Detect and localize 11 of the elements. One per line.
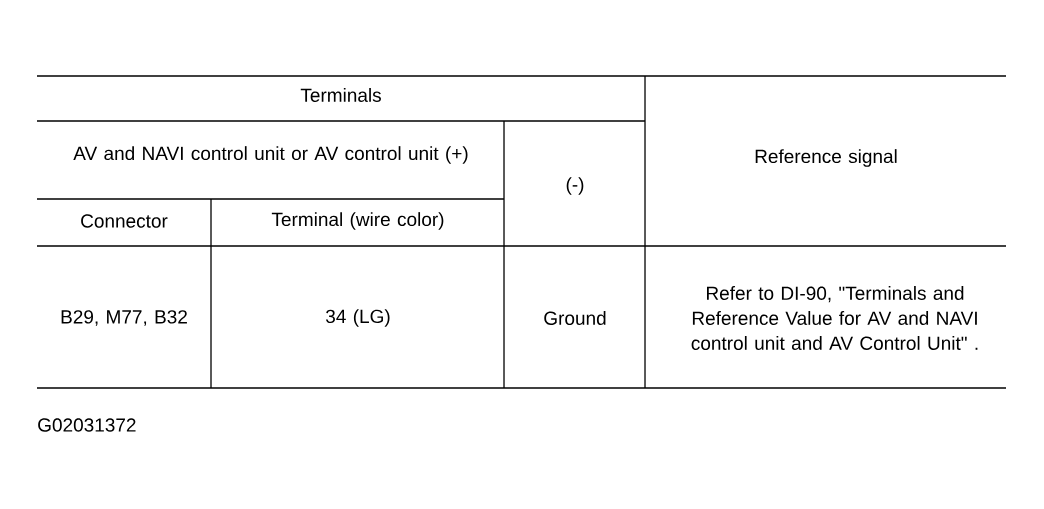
table-cell: 34 (LG) xyxy=(326,309,390,327)
table-cell: Ground xyxy=(544,311,606,325)
table-header: AV and NAVI control unit or AV control unit (+) xyxy=(73,146,468,164)
figure-code: G02031372 xyxy=(38,418,136,432)
table-header: Terminals xyxy=(300,88,381,102)
table-header: (-) xyxy=(566,177,584,195)
table-cell: Refer to DI-90, "Terminals and Reference Value for AV and NAVI control unit and AV Control Unit" . xyxy=(691,286,978,350)
table-header: Reference signal xyxy=(755,149,897,167)
table-header: Terminal (wire color) xyxy=(271,212,444,230)
table-cell: B29, M77, B32 xyxy=(61,310,187,326)
table-header: Connector xyxy=(81,214,168,228)
